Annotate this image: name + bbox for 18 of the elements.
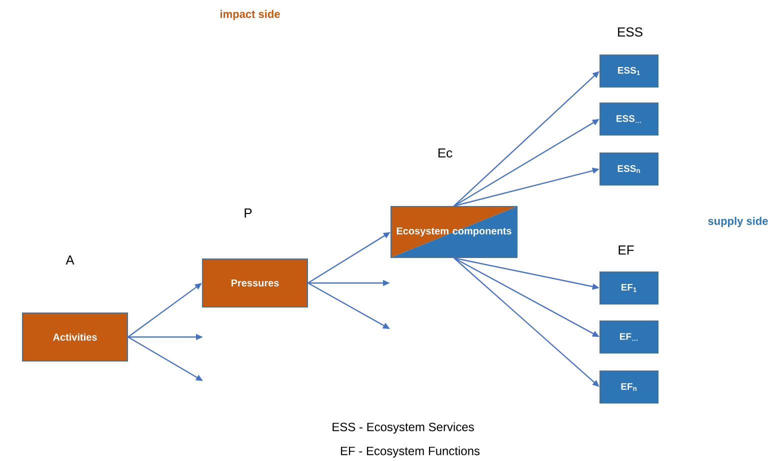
process-box: EF$_{…}$ — [600, 320, 658, 354]
group-heading: ESS — [618, 27, 642, 37]
process-box: Pressures — [202, 258, 308, 308]
abbreviation-note: EF - Ecosystem Functions — [340, 446, 480, 458]
stage-letter: P — [244, 208, 252, 218]
process-box: ESS$_{1}$ — [600, 54, 658, 88]
process-box: Ecosystem components — [390, 206, 518, 258]
stage-letter: A — [66, 256, 74, 264]
process-box: EF$_{1}$ — [600, 272, 658, 304]
group-heading: EF — [618, 246, 634, 254]
process-box: EF$_{n}$ — [600, 370, 658, 404]
process-box: ESS$_{…}$ — [600, 102, 658, 136]
abbreviation-note: ESS - Ecosystem Services — [332, 422, 474, 434]
stage-letter: Ec — [438, 148, 452, 158]
process-box: Activities — [22, 312, 128, 362]
side-label: impact side — [220, 10, 280, 20]
process-box: ESS$_{n}$ — [600, 152, 658, 186]
side-label: supply side — [708, 216, 768, 228]
